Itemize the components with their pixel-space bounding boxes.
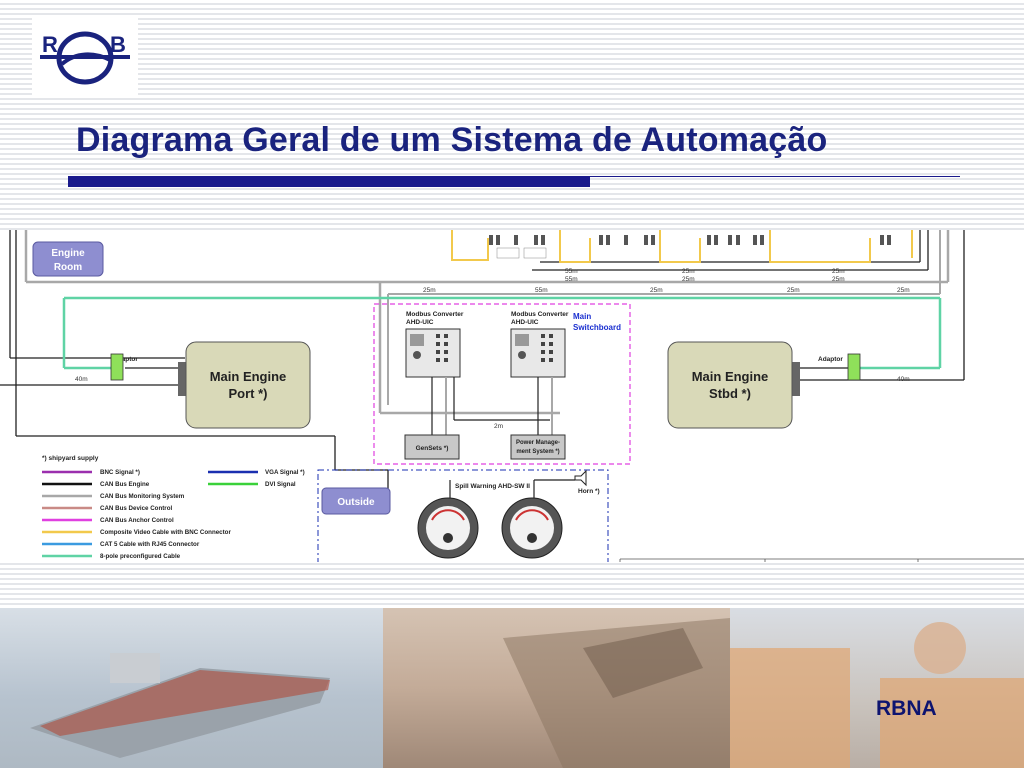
horn-label: Horn *): [578, 488, 600, 495]
len-port: 40m: [75, 376, 88, 383]
horn-icon: [574, 469, 587, 487]
outside-area: [317, 469, 609, 562]
main-switchboard-label-1: Main: [573, 312, 591, 321]
len-top-2: 55m: [535, 287, 548, 294]
automation-diagram: 25m 55m 25m 25m 25m 55m 55m 25m 25m 25m …: [0, 230, 1024, 562]
len-converter-link: 2m: [494, 423, 503, 430]
main-engine-port-label-1: Main Engine: [210, 369, 287, 384]
legend-item: BNC Signal *): [100, 469, 140, 476]
adaptor-stbd-label: Adaptor: [818, 356, 843, 363]
main-switchboard-label-2: Switchboard: [573, 323, 621, 332]
outside-label: Outside: [337, 497, 375, 508]
converter-1-sub: AHD-UIC: [406, 319, 434, 326]
legend-note: *) shipyard supply: [42, 455, 99, 462]
spill-gauge-1: [417, 497, 479, 559]
len-top-4: 25m: [787, 287, 800, 294]
svg-text:B: B: [110, 32, 126, 57]
len-upper-2: 55m: [565, 276, 578, 283]
main-engine-stbd-label-2: Stbd *): [709, 386, 751, 401]
page-title: Diagrama Geral de um Sistema de Automaçã…: [76, 121, 828, 159]
legend-item: Composite Video Cable with BNC Connector: [100, 529, 231, 536]
main-switchboard-area: [373, 303, 631, 465]
converter-2-sub: AHD-UIC: [511, 319, 539, 326]
len-upper-4: 25m: [682, 276, 695, 283]
legend-right: VGA Signal *) DVI Signal: [208, 469, 305, 488]
legend-item: CAN Bus Monitoring System: [100, 493, 185, 500]
gensets-label: GenSets *): [416, 445, 449, 452]
legend-item: CAN Bus Anchor Control: [100, 517, 174, 524]
adaptor-port: [110, 353, 124, 381]
rbna-logo: R B: [32, 18, 138, 96]
legend-item: DVI Signal: [265, 481, 296, 488]
workers-photo: [730, 608, 1024, 768]
len-top-5: 25m: [897, 287, 910, 294]
len-upper-5: 25m: [832, 268, 845, 275]
ship-photo: [0, 608, 383, 768]
title-underline-thin: [590, 176, 960, 177]
len-top-1: 25m: [423, 287, 436, 294]
legend-item: CAN Bus Engine: [100, 481, 150, 488]
len-stbd: 40m: [897, 376, 910, 383]
engine-room-label-2: Room: [54, 262, 82, 273]
len-upper-3: 25m: [682, 268, 695, 275]
legend-item: VGA Signal *): [265, 469, 305, 476]
spill-warning-label: Spill Warning AHD-SW II: [455, 483, 530, 490]
main-engine-stbd: [667, 341, 793, 429]
footer-photo-strip: [0, 608, 1024, 768]
len-top-3: 25m: [650, 287, 663, 294]
main-engine-stbd-label-1: Main Engine: [692, 369, 769, 384]
legend-item: CAT 5 Cable with RJ45 Connector: [100, 541, 200, 548]
pms-label-1: Power Manage-: [516, 440, 560, 446]
svg-text:R: R: [42, 32, 58, 57]
adaptor-port-label: Adaptor: [113, 356, 138, 363]
outside-badge: [321, 487, 391, 515]
title-underline: [68, 176, 590, 187]
converter-1-title: Modbus Converter: [406, 311, 464, 318]
legend-left: BNC Signal *) CAN Bus Engine CAN Bus Mon…: [42, 469, 231, 560]
gensets-box: [404, 434, 460, 460]
engine-room-badge: [32, 241, 104, 277]
pms-label-2: ment System *): [516, 449, 559, 455]
main-engine-port: [185, 341, 311, 429]
adaptor-stbd: [847, 353, 861, 381]
len-upper-1: 55m: [565, 268, 578, 275]
len-upper-6: 25m: [832, 276, 845, 283]
converter-2-title: Modbus Converter: [511, 311, 569, 318]
rbna-brand: RBNA: [876, 697, 937, 720]
engine-room-label-1: Engine: [51, 248, 85, 259]
legend-item: 8-pole preconfigured Cable: [100, 553, 181, 560]
power-management-box: [510, 434, 566, 460]
tanker-deck-photo: [383, 608, 730, 768]
main-engine-port-label-2: Port *): [229, 386, 268, 401]
legend-item: CAN Bus Device Control: [100, 505, 172, 512]
spill-gauge-2: [501, 497, 563, 559]
